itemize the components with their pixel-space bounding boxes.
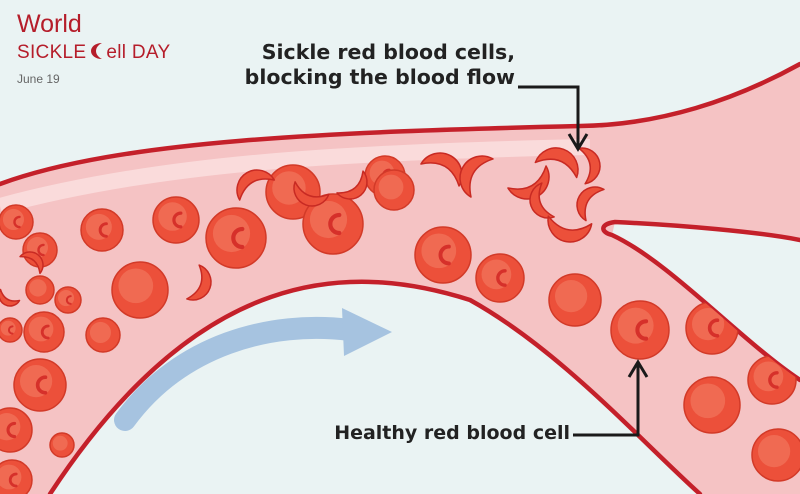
sickle-cell: [459, 155, 494, 198]
vessel-fork-wall: [601, 219, 800, 383]
healthy-cell: [0, 407, 33, 453]
vessel-walls: [0, 61, 800, 494]
healthy-cell: [0, 459, 33, 494]
sickle-cell: [578, 147, 601, 185]
healthy-cell: [25, 275, 55, 305]
healthy-cell: [111, 261, 169, 319]
healthy-cell: [152, 196, 200, 244]
healthy-cell: [205, 207, 267, 269]
sickle-cell: [576, 186, 605, 222]
callout-healthy-pointer: [573, 359, 649, 437]
sickle-cell: [19, 251, 44, 275]
sickle-cell: [547, 215, 593, 243]
healthy-cell: [747, 355, 797, 405]
vessel-top-wall: [0, 61, 800, 187]
healthy-cell: [80, 208, 124, 252]
healthy-cell: [302, 193, 364, 255]
healthy-cell-label: Healthy red blood cell: [334, 422, 570, 444]
event-title-world: World: [17, 10, 82, 38]
sickle-cell: [534, 147, 579, 179]
vessel-bottom-wall: [47, 279, 703, 494]
event-title-cell-day: ell DAY: [106, 42, 171, 63]
healthy-cell: [13, 358, 67, 412]
healthy-cell: [85, 317, 121, 353]
healthy-cell: [373, 169, 415, 211]
healthy-cell: [725, 232, 771, 278]
crescent-c-icon: [91, 43, 103, 59]
sickle-cell: [293, 181, 330, 207]
sickle-cell: [336, 170, 368, 200]
sickle-cell: [0, 288, 21, 307]
healthy-cell: [475, 253, 525, 303]
healthy-cell: [0, 204, 34, 240]
sickle-cell: [236, 169, 276, 201]
sickle-cell: [529, 182, 555, 219]
healthy-cell: [0, 317, 23, 343]
healthy-cell: [548, 273, 602, 327]
sickle-cells-label-line1: Sickle red blood cells,: [261, 40, 515, 64]
sickle-cell: [186, 264, 212, 301]
sickle-cells-label: Sickle red blood cells, blocking the blo…: [245, 40, 515, 90]
healthy-cell: [610, 300, 670, 360]
event-title-sickle: SICKLE: [17, 42, 87, 63]
healthy-cell: [87, 444, 109, 466]
blood-flow-arrow: [114, 316, 361, 431]
event-title-sickle-cell-day: SICKLE ell DAY: [17, 41, 170, 64]
event-date: June 19: [17, 72, 60, 86]
callout-sickle-pointer: [518, 85, 589, 152]
sickle-cells-label-line2: blocking the blood flow: [244, 65, 515, 89]
blood-flow-arrowhead: [342, 308, 392, 356]
healthy-cell: [685, 301, 739, 355]
healthy-cell: [414, 226, 472, 284]
healthy-cell: [683, 376, 741, 434]
healthy-cell: [49, 432, 75, 458]
healthy-cell: [751, 428, 800, 482]
healthy-cell: [54, 286, 82, 314]
healthy-cell: [23, 311, 65, 353]
